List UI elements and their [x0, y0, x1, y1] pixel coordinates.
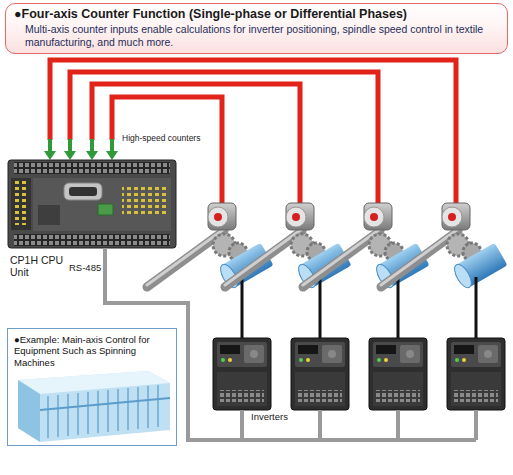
plc-side-panel: [11, 178, 31, 230]
plc-terminals: [14, 234, 170, 246]
plc-terminals: [14, 162, 170, 174]
plc-leds: [122, 184, 166, 214]
inverter: [447, 338, 505, 410]
machine-spindles: [48, 385, 158, 438]
axis-assembly: [381, 203, 508, 338]
plc-front-panel: [33, 178, 171, 231]
connector-label: RS-485: [69, 262, 101, 273]
machine-end: [18, 380, 40, 442]
serial-port-socket: [69, 187, 97, 196]
plc-leds: [14, 181, 28, 225]
node-heading: CP1H CPU Unit: [10, 254, 68, 278]
spinning-machine: [18, 371, 170, 442]
inverter: [369, 338, 427, 410]
example-background: [7, 328, 177, 446]
node-body: Multi-axis counter inputs enable calcula…: [25, 23, 499, 49]
node-heading: Inverters: [251, 411, 288, 422]
serial-port: [64, 183, 102, 200]
counter-input-arrowhead: [44, 151, 118, 160]
plc-body: [8, 160, 176, 248]
plc-cover: [38, 205, 60, 225]
plc-terminal-strip: [14, 162, 170, 174]
example-box: ●Example: Main-axis Control for Equipmen…: [7, 328, 177, 446]
signal-label: High-speed counters: [122, 133, 200, 143]
title-banner: ●Four-axis Counter Function (Single-phas…: [5, 3, 508, 54]
inverter: [291, 338, 349, 410]
plc-terminal-strip: [14, 234, 170, 246]
inverter: [213, 338, 271, 410]
inverter-group: Inverters: [205, 333, 510, 448]
rs485-option-board: [98, 204, 113, 215]
rs485-bus: [205, 410, 476, 440]
counter-input-line: [50, 139, 112, 152]
node-heading: ●Four-axis Counter Function (Single-phas…: [14, 7, 501, 22]
machine-rail: [40, 398, 170, 410]
plc-unit: CP1H CPU Unit: [8, 160, 176, 248]
node-heading: ●Example: Main-axis Control for Equipmen…: [14, 334, 170, 368]
